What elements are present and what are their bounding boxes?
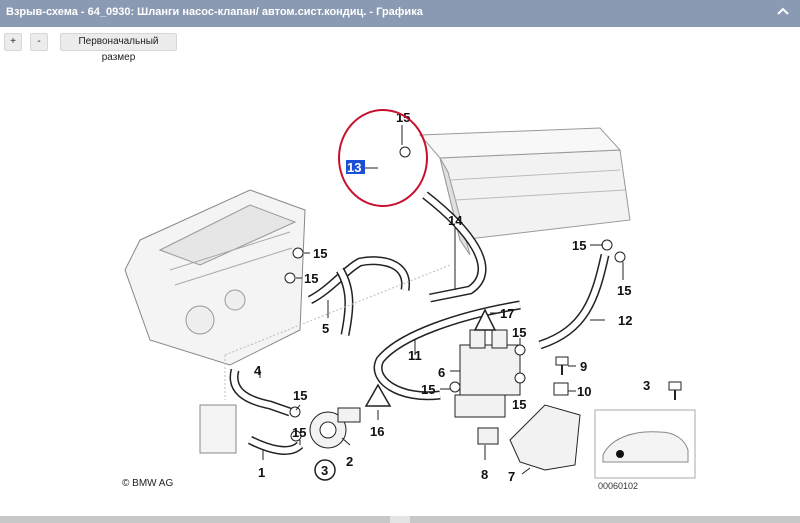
highlight-box	[346, 160, 365, 174]
part-number[interactable]: 14	[448, 213, 463, 228]
part-number[interactable]: 15	[572, 238, 586, 253]
reset-size-button[interactable]: Первоначальный размер	[60, 33, 177, 63]
part-number[interactable]: 16	[370, 424, 384, 439]
part-number[interactable]: 1	[258, 465, 265, 480]
heater-core	[418, 127, 631, 256]
part-number[interactable]: 10	[577, 384, 591, 399]
part-number[interactable]: 15	[293, 388, 307, 403]
part-number[interactable]: 7	[508, 469, 515, 484]
reservoir	[199, 404, 237, 454]
part-number[interactable]: 5	[322, 321, 329, 336]
warning-triangle-icon	[364, 383, 392, 407]
engine-block	[124, 189, 306, 366]
resize-handle[interactable]	[390, 516, 410, 523]
zoom-out-button[interactable]: -	[30, 33, 48, 51]
part-number[interactable]: 9	[580, 359, 587, 374]
part-number[interactable]: 15	[512, 397, 526, 412]
part-number[interactable]: 4	[254, 363, 262, 378]
part-number[interactable]: 15	[512, 325, 526, 340]
car-inset	[594, 409, 696, 479]
diagram-canvas: 15 13 14 15 15 15 15 5 12 17 15 11 6 9 4…	[122, 109, 696, 491]
toolbar: + - Первоначальный размер	[0, 27, 800, 63]
copyright-text: © BMW AG	[122, 478, 173, 489]
part-number[interactable]: 3	[321, 463, 328, 478]
bracket	[509, 404, 581, 471]
bottom-scroll-bar[interactable]	[0, 516, 800, 523]
bolts	[553, 356, 682, 400]
water-pump	[309, 407, 361, 449]
part-number[interactable]: 17	[500, 306, 514, 321]
window-titlebar: Взрыв-схема - 64_0930: Шланги насос-клап…	[0, 0, 800, 27]
part-number[interactable]: 2	[346, 454, 353, 469]
exploded-diagram[interactable]: 15 13 14 15 15 15 15 5 12 17 15 11 6 9 4…	[0, 57, 800, 516]
part-number[interactable]: 8	[481, 467, 488, 482]
zoom-in-button[interactable]: +	[4, 33, 22, 51]
part-number[interactable]: 15	[617, 283, 631, 298]
window-title: Взрыв-схема - 64_0930: Шланги насос-клап…	[6, 6, 423, 18]
part-8-shape	[477, 427, 499, 445]
image-code: 00060102	[598, 481, 638, 491]
part-number[interactable]: 15	[313, 246, 327, 261]
chevron-up-icon[interactable]	[776, 5, 790, 19]
hoses	[229, 145, 610, 455]
part-number[interactable]: 15	[304, 271, 318, 286]
part-number[interactable]: 11	[408, 348, 422, 363]
part-circle	[314, 459, 336, 481]
part-number[interactable]: 15	[292, 425, 306, 440]
highlight-ellipse	[338, 109, 428, 207]
part-number-highlighted[interactable]: 13	[347, 160, 361, 175]
leader-lines	[224, 125, 624, 475]
valve-block	[454, 329, 521, 418]
part-labels: 15 13 14 15 15 15 15 5 12 17 15 11 6 9 4…	[254, 110, 650, 484]
part-number[interactable]: 15	[421, 382, 435, 397]
clamps	[284, 146, 626, 442]
warning-triangle-icon	[473, 308, 497, 331]
part-number[interactable]: 3	[643, 378, 650, 393]
part-number[interactable]: 12	[618, 313, 632, 328]
part-number[interactable]: 6	[438, 365, 445, 380]
